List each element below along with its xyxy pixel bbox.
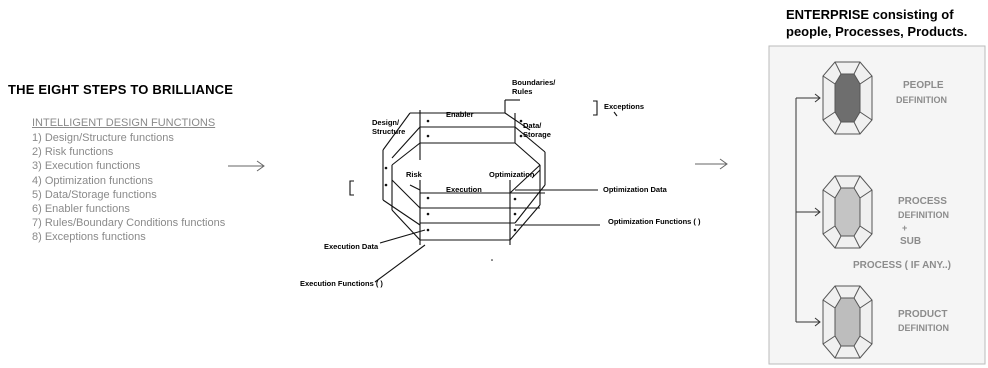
arrow-right-icon [695,158,728,170]
people-definition-label: DEFINITION [896,95,947,105]
list-item: 4) Optimization functions [32,174,154,187]
process-label: PROCESS [898,196,947,207]
risk-label: Risk [406,170,422,179]
connector-bracket [795,93,821,327]
list-item: 6) Enabler functions [32,203,130,216]
list-item: 1) Design/Structure functions [32,132,174,144]
data-storage-label: Data/ Storage [523,121,551,139]
execution-label: Execution [446,185,482,194]
list-item: 7) Rules/Boundary Conditions functions [32,217,226,230]
people-label: PEOPLE [903,80,944,91]
plus-label: + [902,223,908,233]
optimization-data-label: Optimization Data [603,185,667,194]
process-definition-label: DEFINITION [898,210,949,220]
enterprise-panel [768,45,986,365]
enabler-label: Enabler [446,110,474,119]
sub-process-label: PROCESS ( IF ANY..) [853,260,951,271]
product-gem-icon [822,285,873,359]
sub-label: SUB [900,236,922,247]
product-definition-label: DEFINITION [898,323,949,333]
node-dots [384,119,523,261]
list-item: 2) Risk functions [32,146,114,159]
octagon-diagram [349,99,618,283]
exceptions-label: Exceptions [604,102,645,111]
list-item: 5) Data/Storage functions [32,188,157,201]
process-gem-icon [822,175,873,249]
page-title: THE EIGHT STEPS TO BRILLIANCE [8,82,234,97]
optimization-functions-label: Optimization Functions ( ) [608,217,701,226]
execution-data-label: Execution Data [324,242,379,251]
arrow-right-icon [228,160,265,172]
list-item: 8) Exceptions functions [32,231,146,244]
boundaries-label: Boundaries/ Rules [512,78,556,96]
execution-functions-label: Execution Functions ( ) [300,279,383,288]
functions-list: 1) Design/Structure functions 2) Risk fu… [32,131,225,245]
product-label: PRODUCT [898,309,948,320]
people-gem-icon [822,61,873,135]
list-item: 3) Execution functions [32,160,141,173]
enterprise-title: ENTERPRISE consisting of people, Process… [786,7,968,39]
functions-heading: INTELLIGENT DESIGN FUNCTIONS [32,117,216,129]
optimization-label: Optimization [489,170,535,179]
design-structure-label: Design/ Structure [372,118,406,136]
